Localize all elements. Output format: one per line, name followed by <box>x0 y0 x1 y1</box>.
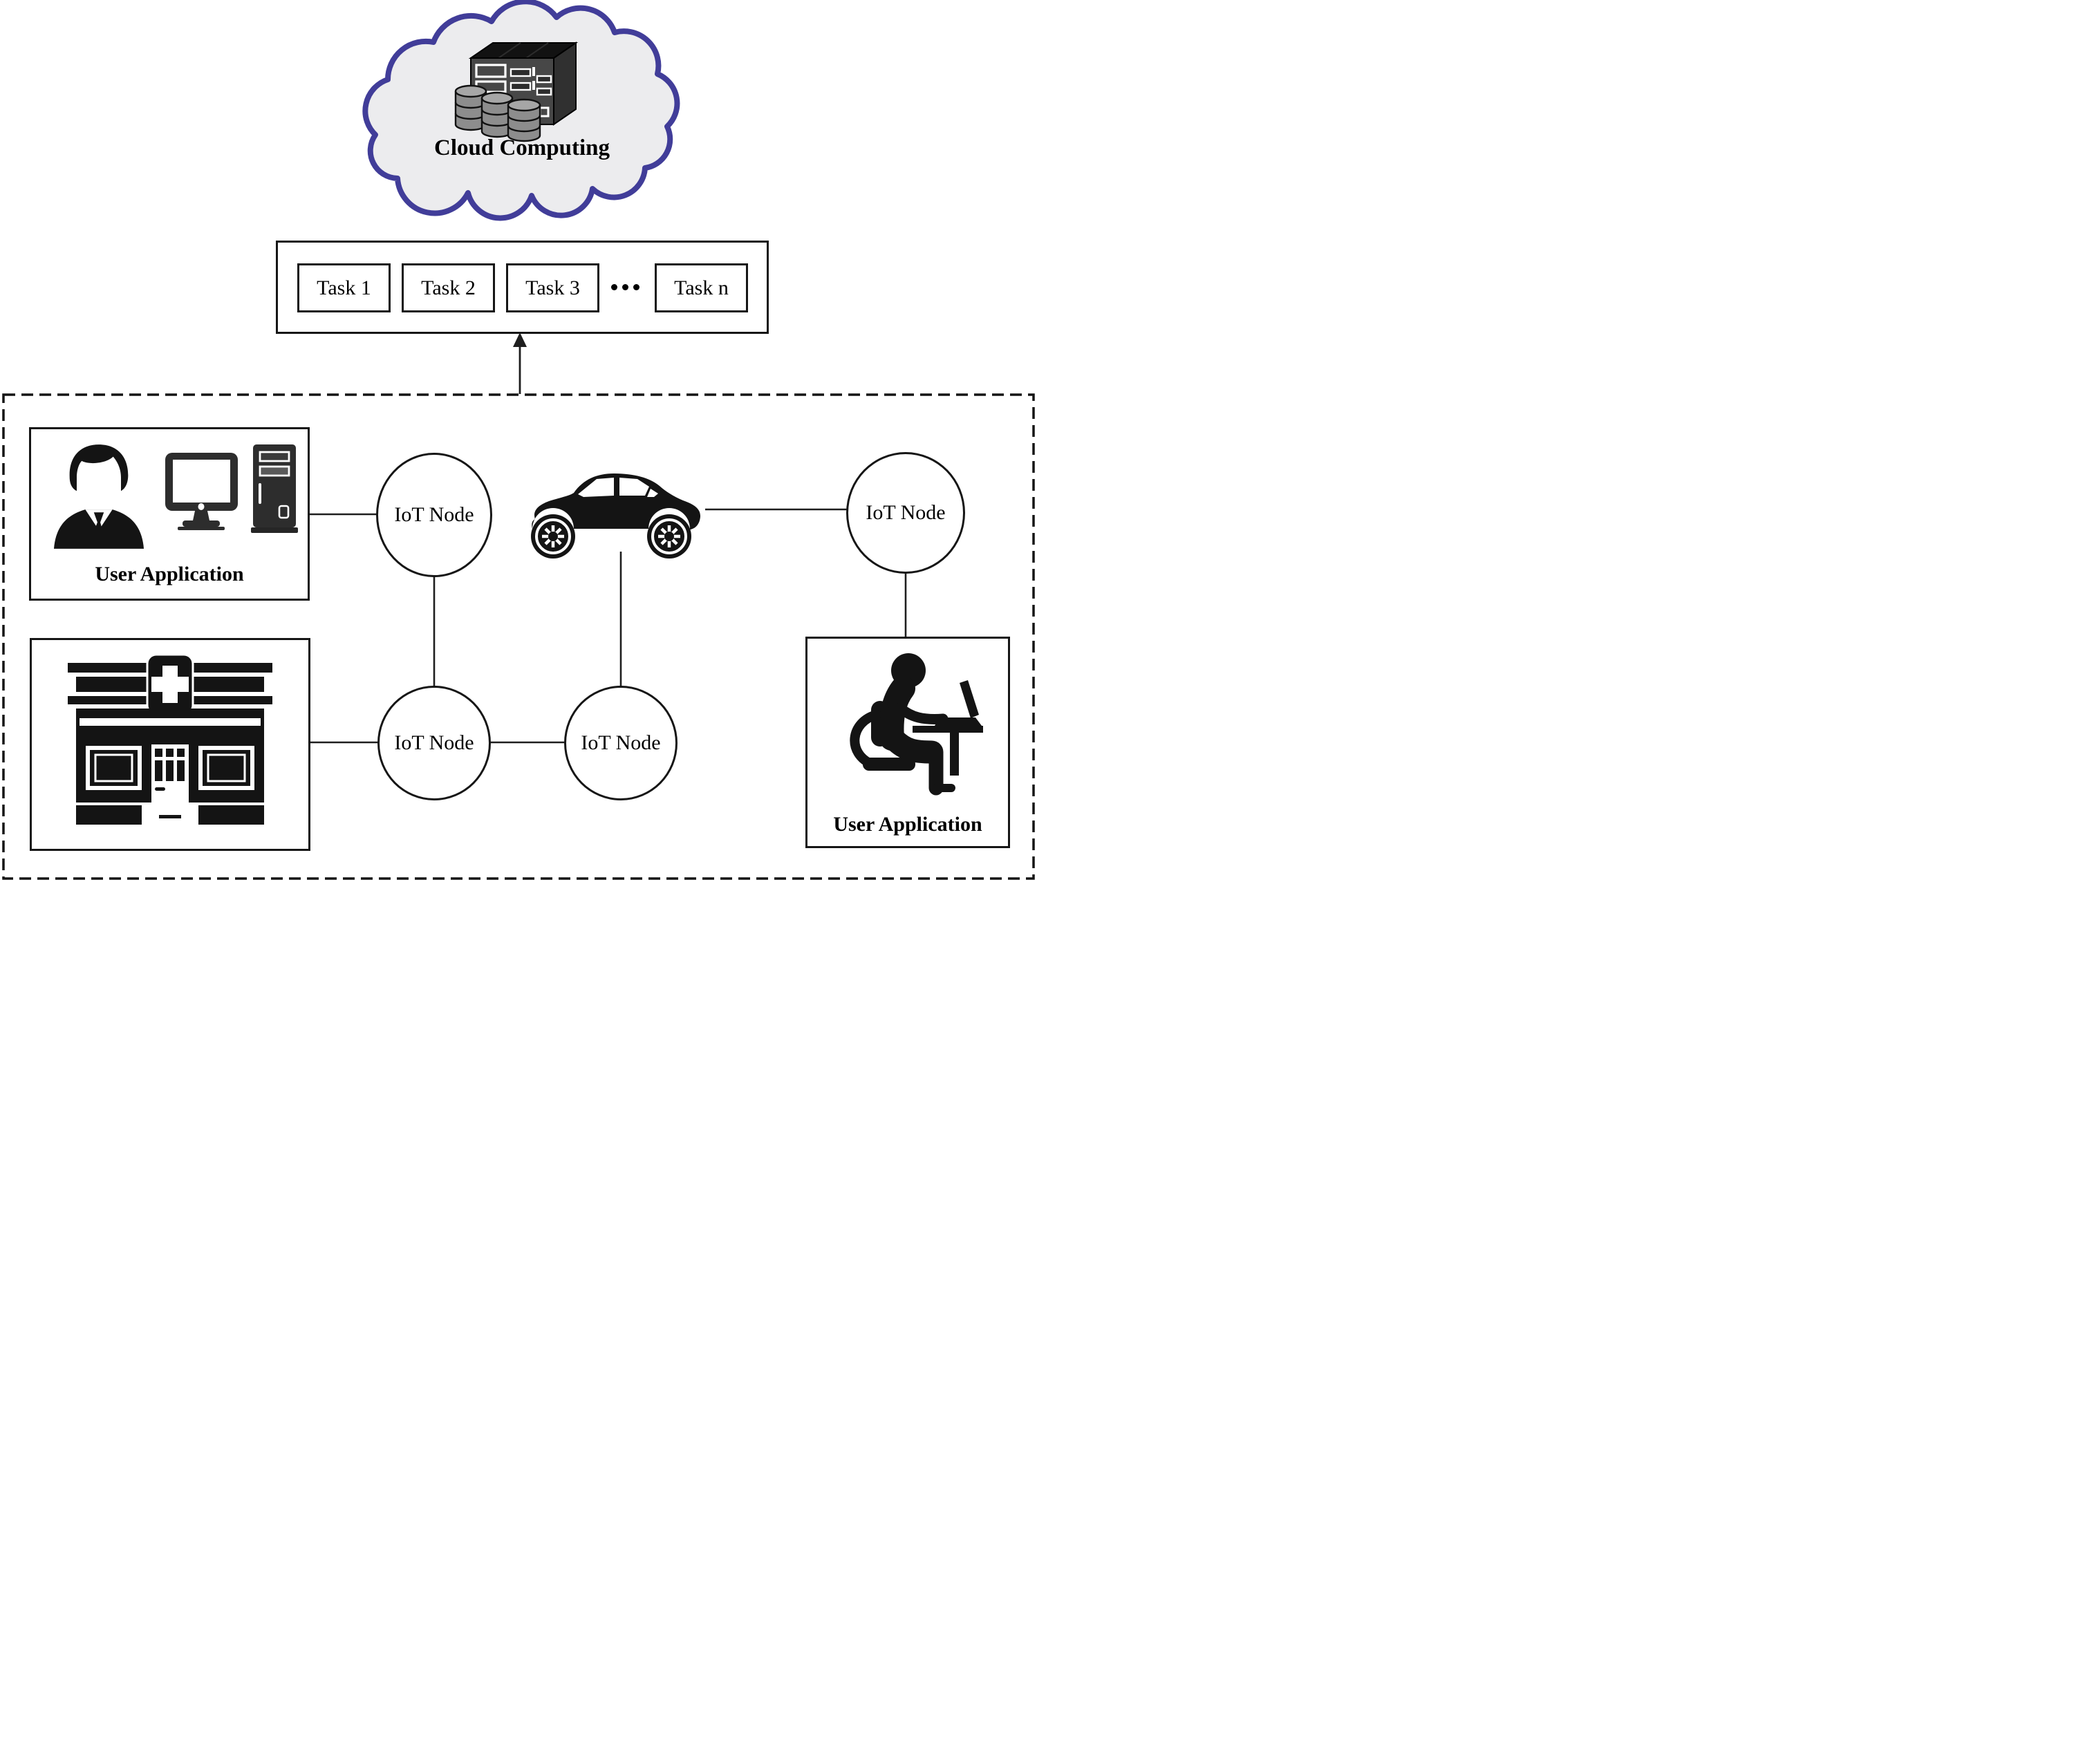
task-3-label: Task 3 <box>525 276 580 299</box>
user-application-box-left: User Application <box>29 427 310 601</box>
iot-node-top-left: IoT Node <box>376 453 492 577</box>
monitor-icon <box>165 453 238 530</box>
user-application-box-right: User Application <box>805 637 1010 848</box>
iot-node-top-right: IoT Node <box>846 452 965 574</box>
iot-cloud-architecture-diagram: Cloud Computing Task 1 Task 2 Task 3 Tas… <box>0 0 1037 882</box>
user-application-label-left: User Application <box>95 563 244 585</box>
iot-node-label: IoT Node <box>866 501 946 524</box>
iot-node-bottom-left: IoT Node <box>377 686 491 800</box>
database-stack-icon <box>454 84 541 142</box>
connector-lines <box>2 332 1035 880</box>
task-ellipsis <box>611 284 639 290</box>
server-rack-icon <box>454 41 579 142</box>
task-3-box: Task 3 <box>506 263 599 312</box>
hospital-box <box>30 638 310 851</box>
task-2-box: Task 2 <box>402 263 495 312</box>
car-icon <box>531 473 700 559</box>
car-wheel-rear <box>647 514 691 559</box>
iot-node-label: IoT Node <box>581 731 661 754</box>
task-n-box: Task n <box>655 263 748 312</box>
offload-arrow <box>513 332 527 394</box>
pharmacy-storefront-icon <box>68 653 272 825</box>
iot-node-label: IoT Node <box>394 731 474 754</box>
pc-tower-icon <box>251 444 298 533</box>
task-1-label: Task 1 <box>317 276 371 299</box>
task-n-label: Task n <box>674 276 729 299</box>
iot-node-label: IoT Node <box>394 503 474 526</box>
task-2-label: Task 2 <box>421 276 476 299</box>
user-application-label-right: User Application <box>833 813 982 836</box>
person-icon <box>53 444 144 549</box>
cloud-computing-group: Cloud Computing <box>349 0 695 221</box>
task-1-box: Task 1 <box>297 263 391 312</box>
car-wheel-front <box>531 514 575 559</box>
person-at-laptop-icon <box>850 653 983 796</box>
cloud-label: Cloud Computing <box>434 135 610 160</box>
iot-layer-boundary <box>2 393 1035 880</box>
iot-node-bottom-right: IoT Node <box>564 686 678 800</box>
